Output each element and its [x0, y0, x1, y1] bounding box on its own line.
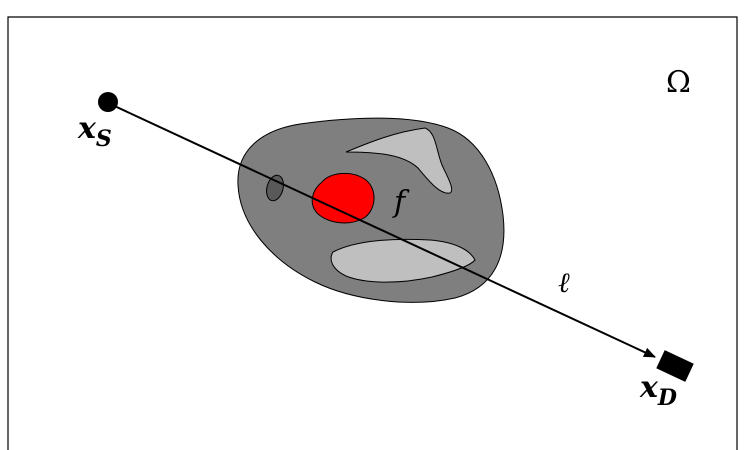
detector-label: xD [639, 370, 677, 411]
red-inclusion [311, 173, 375, 224]
source-label: xS [77, 111, 112, 152]
domain-frame [7, 16, 738, 450]
source-label-sub: S [96, 126, 112, 152]
detector-label-main: x [639, 370, 659, 405]
domain-label: Ω [666, 65, 691, 100]
ray-label: ℓ [558, 266, 570, 299]
detector-label-sub: D [657, 385, 677, 411]
source-label-main: x [77, 111, 97, 146]
ray-line [107, 102, 656, 358]
detector [656, 350, 694, 382]
light-inclusion-top [345, 127, 453, 194]
source-point [98, 92, 118, 112]
